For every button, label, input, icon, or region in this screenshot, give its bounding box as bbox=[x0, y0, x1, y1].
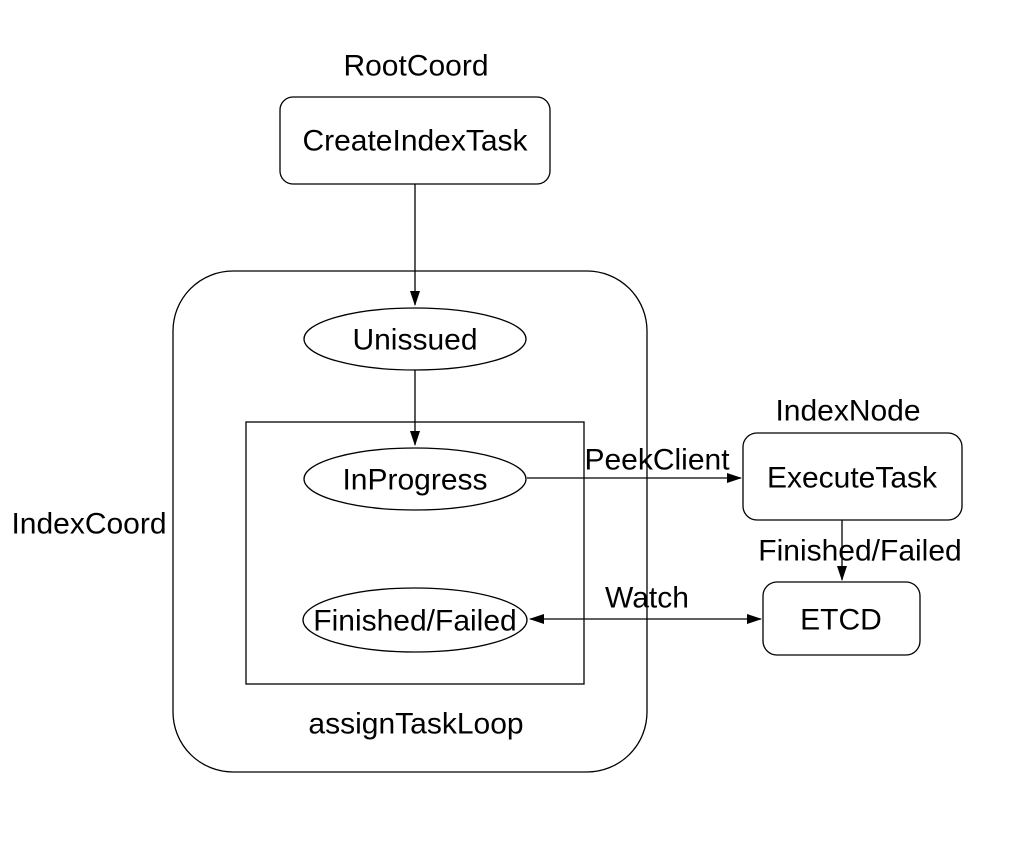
rootcoord-group-label: RootCoord bbox=[343, 50, 488, 83]
finished-failed-ellipse bbox=[302, 587, 528, 653]
assigntaskloop-group-label: assignTaskLoop bbox=[308, 708, 523, 741]
etcd-label: ETCD bbox=[800, 604, 882, 637]
etcd-box bbox=[762, 581, 921, 656]
create-index-task-box bbox=[279, 96, 551, 185]
peekclient-edge-label: PeekClient bbox=[584, 444, 730, 477]
execute-task-label: ExecuteTask bbox=[767, 462, 938, 495]
unissued-label: Unissued bbox=[352, 324, 477, 357]
finished-failed-state-label: Finished/Failed bbox=[313, 605, 516, 638]
unissued-ellipse bbox=[303, 307, 527, 371]
inprogress-label: InProgress bbox=[342, 464, 487, 497]
execute-task-box bbox=[742, 432, 963, 521]
create-index-task-label: CreateIndexTask bbox=[302, 125, 528, 158]
inprogress-ellipse bbox=[303, 447, 527, 511]
finished-failed-edge-label: Finished/Failed bbox=[758, 535, 961, 568]
indexcoord-group-label: IndexCoord bbox=[11, 508, 166, 541]
watch-edge-label: Watch bbox=[605, 582, 689, 615]
indexnode-group-label: IndexNode bbox=[775, 395, 920, 428]
